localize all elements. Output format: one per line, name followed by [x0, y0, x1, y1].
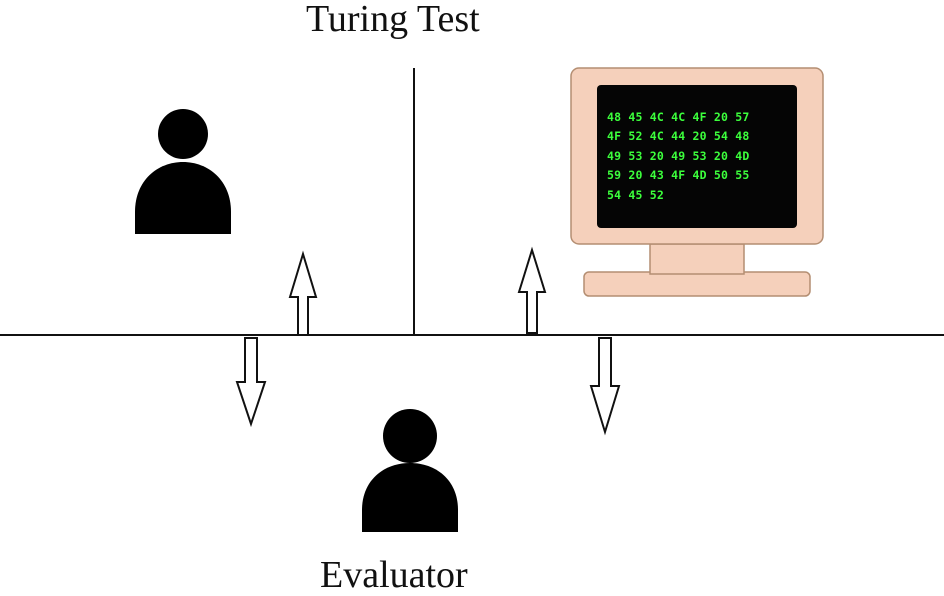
computer-monitor-icon: 48 45 4C 4C 4F 20 57 4F 52 4C 44 20 54 4… [570, 67, 824, 297]
screen-line-1: 48 45 4C 4C 4F 20 57 [607, 110, 749, 124]
screen-line-3: 49 53 20 49 53 20 4D [607, 149, 749, 163]
down-arrow-icon [235, 337, 267, 428]
up-arrow-icon [288, 250, 318, 336]
evaluator-label: Evaluator [320, 554, 468, 596]
screen-line-4: 59 20 43 4F 4D 50 55 [607, 168, 749, 182]
monitor-screen [597, 85, 797, 228]
screen-line-5: 54 45 52 [607, 188, 664, 202]
screen-line-2: 4F 52 4C 44 20 54 48 [607, 129, 749, 143]
up-arrow-icon [517, 246, 547, 334]
diagram-title: Turing Test [306, 0, 480, 40]
down-arrow-icon [589, 337, 621, 436]
hidden-person-icon [135, 109, 231, 234]
evaluator-person-icon [362, 409, 458, 532]
